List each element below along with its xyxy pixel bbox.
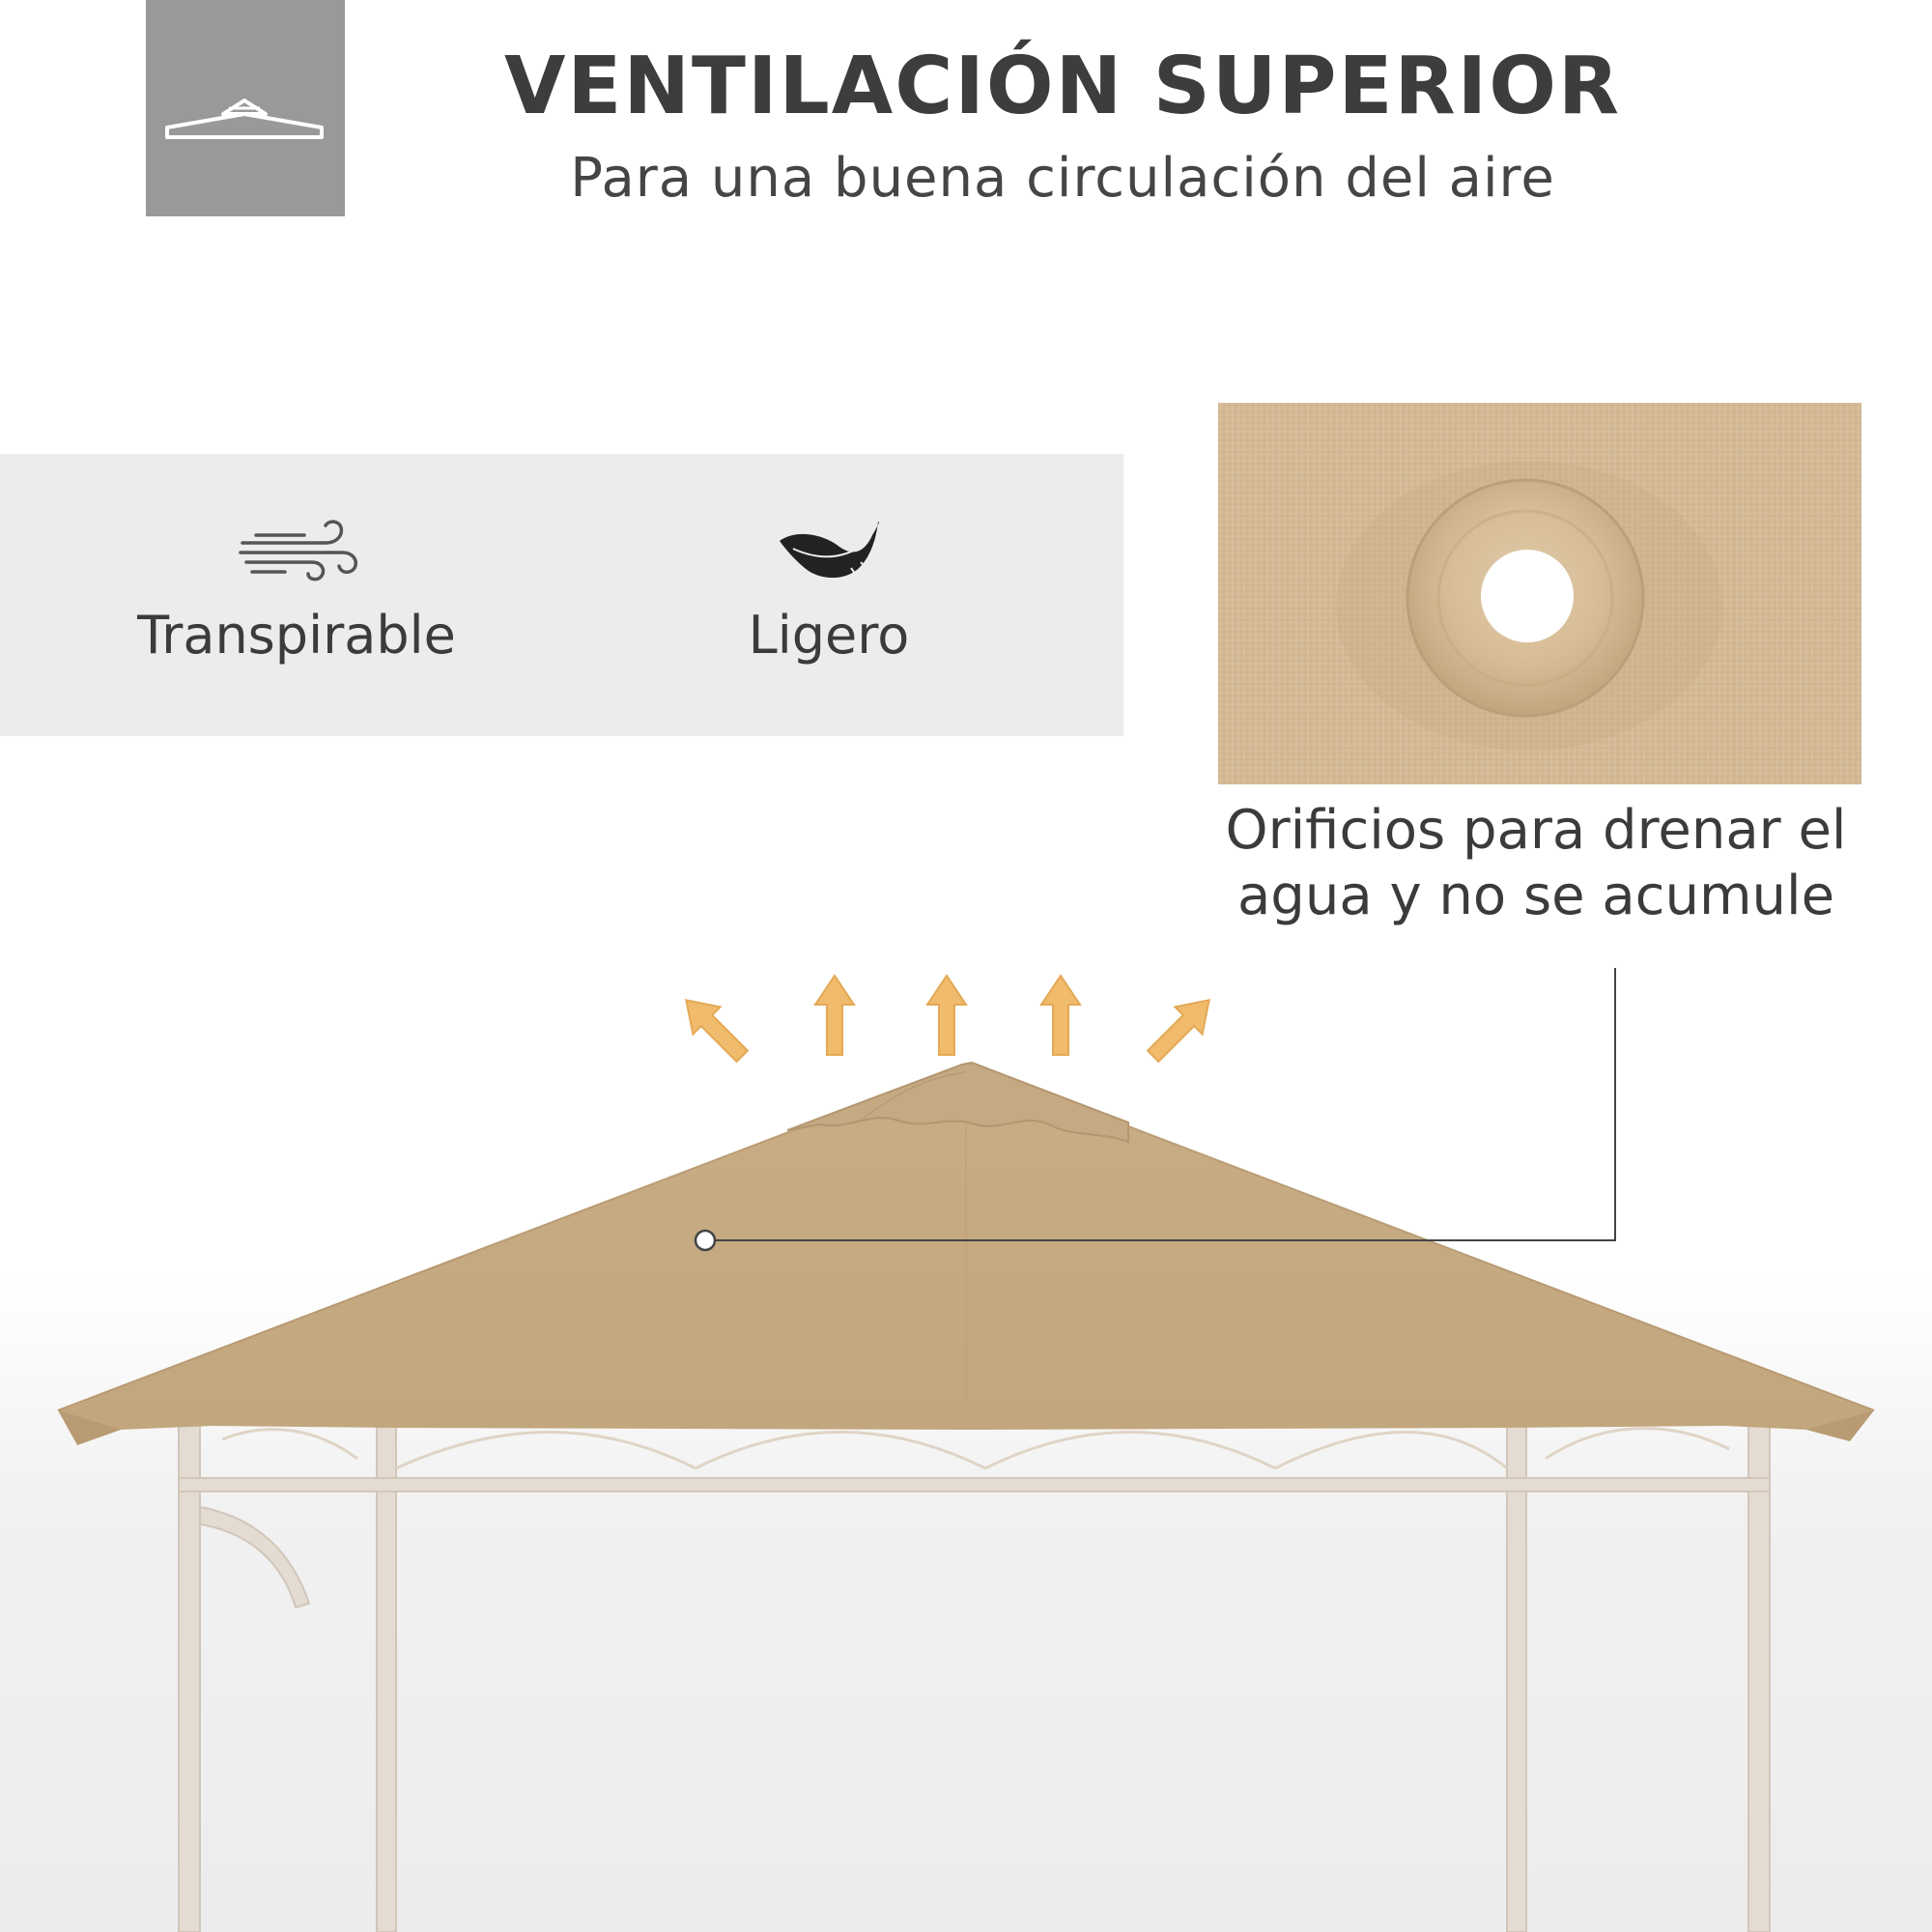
page-title: VENTILACIÓN SUPERIOR xyxy=(503,41,1622,132)
drain-hole-caption: Orificios para drenar el agua y no se ac… xyxy=(1198,798,1874,929)
drain-hole-closeup-image xyxy=(1218,403,1861,784)
features-band xyxy=(0,454,1123,736)
caption-line-1: Orificios para drenar el xyxy=(1225,799,1847,862)
feature-label-breathable: Transpirable xyxy=(137,605,456,666)
wind-icon xyxy=(239,520,357,582)
caption-line-2: agua y no se acumule xyxy=(1236,865,1835,927)
gazebo-outline-icon xyxy=(165,99,324,139)
gazebo-canopy-illustration xyxy=(57,1061,1875,1932)
feather-icon xyxy=(780,522,879,579)
page-subtitle: Para una buena circulación del aire xyxy=(570,147,1555,210)
gazebo-frame xyxy=(178,1419,1771,1932)
frame-scrollwork xyxy=(221,1427,1730,1470)
feature-label-lightweight: Ligero xyxy=(748,605,910,666)
product-thumbnail-box xyxy=(146,0,345,216)
